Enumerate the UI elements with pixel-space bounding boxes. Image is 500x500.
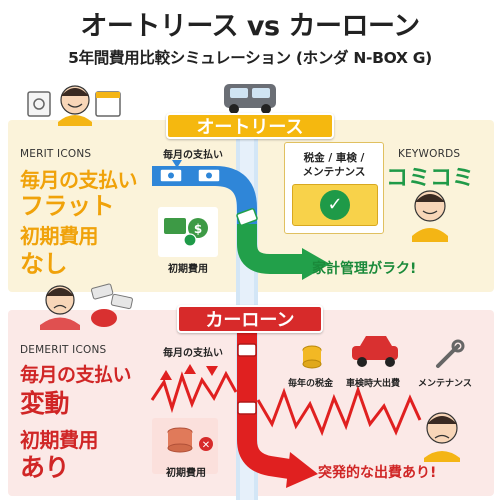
loan-result: 突発的な出費あり!: [318, 465, 437, 481]
maintenance-label: メンテナンス: [418, 379, 472, 389]
tax-label-1: 税金 / 車検 /: [303, 152, 365, 164]
up-triangle-icon: [160, 370, 172, 380]
wallet-icon: [91, 309, 117, 327]
inspection-label: 車検時大出費: [346, 379, 401, 389]
person-happy-icon: [58, 85, 92, 126]
person-worried-icon: [40, 285, 80, 330]
banknote-icon: [237, 343, 257, 357]
tax-label-2: メンテナンス: [302, 166, 366, 178]
person-sad-icon: [424, 412, 460, 462]
page-subtitle: 5年間費用比較シミュレーション (ホンダ N-BOX G): [68, 49, 432, 67]
lease-monthly-label: 毎月の支払い: [163, 150, 223, 161]
merit-heading: MERIT ICONS: [20, 148, 92, 160]
banknote-icon: [237, 401, 257, 415]
monthly-zigzag-line: [150, 370, 238, 414]
flying-bill-icon: [110, 293, 133, 310]
demerit-line-4: あり: [20, 453, 70, 482]
merit-line-4: なし: [20, 250, 68, 278]
keywords-value: コミコミ: [386, 166, 475, 191]
demerit-line-1: 毎月の支払い: [20, 364, 132, 386]
down-triangle-icon: [172, 160, 182, 168]
lease-label: オートリース: [166, 113, 334, 139]
check-icon: ✓: [320, 190, 350, 220]
loan-red-band: [237, 332, 298, 480]
coins-icon: [302, 345, 322, 369]
wrench-icon: [436, 339, 465, 368]
lease-result: 家計管理がラク!: [312, 261, 417, 277]
loan-initial-label: 初期費用: [166, 468, 206, 479]
tax-label: 毎年の税金: [288, 379, 334, 389]
svg-text:$: $: [194, 222, 202, 236]
demerit-line-2: 変動: [20, 389, 70, 418]
merit-line-3: 初期費用: [20, 224, 99, 248]
banknote-icon: [236, 208, 258, 226]
demerit-line-3: 初期費用: [20, 428, 99, 452]
up-triangle-icon: [184, 364, 196, 374]
svg-text:✕: ✕: [202, 440, 210, 451]
flying-bill-icon: [90, 283, 114, 300]
loan-label: カーローン: [177, 305, 323, 333]
merit-line-1: 毎月の支払い: [20, 168, 138, 192]
page-title: オートリース vs カーローン: [80, 11, 420, 42]
lease-green-arrow-path: [237, 224, 306, 274]
expense-zigzag-line: [256, 385, 422, 437]
merit-line-2: フラット: [20, 192, 115, 220]
calendar-icon: [95, 91, 121, 117]
down-triangle-icon: [206, 366, 218, 376]
loan-red-arrowhead: [286, 452, 318, 488]
demerit-heading: DEMERIT ICONS: [20, 344, 107, 356]
lease-initial-label: 初期費用: [168, 264, 208, 275]
car-icon: [224, 84, 276, 114]
banknote-icon: [159, 168, 183, 183]
coin-stack-icon: ✕: [152, 418, 218, 474]
money-bag-icon: $: [158, 207, 218, 257]
person-smile-icon: [412, 190, 448, 242]
lease-green-arrowhead: [302, 248, 330, 280]
banknote-icon: [197, 168, 221, 183]
safe-icon: [27, 91, 51, 117]
loan-monthly-label: 毎月の支払い: [163, 348, 223, 359]
red-car-icon: [352, 336, 398, 367]
keywords-heading: KEYWORDS: [398, 148, 461, 160]
